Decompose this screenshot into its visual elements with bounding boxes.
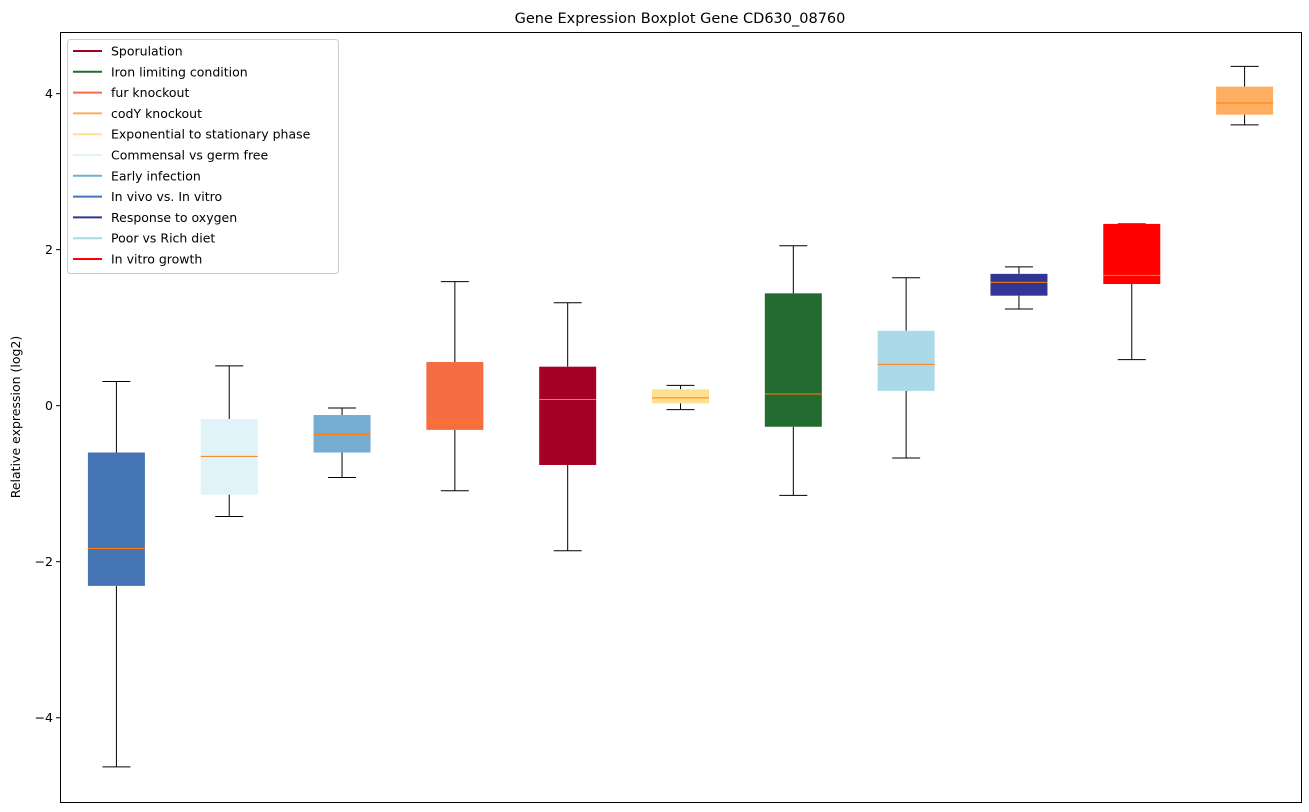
legend-label: In vitro growth [111,252,202,267]
box-group [426,281,484,492]
box-group [764,245,822,496]
box [1216,86,1274,115]
y-tick-label: −4 [35,710,53,725]
legend-label: In vivo vs. In vitro [111,189,222,204]
box [877,330,935,391]
legend-label: Sporulation [111,44,183,59]
legend-label: Early infection [111,168,201,183]
box-group [877,277,935,459]
legend-label: Response to oxygen [111,210,237,225]
box [990,273,1048,296]
y-axis-label: Relative expression (log2) [8,336,23,499]
legend-label: Poor vs Rich diet [111,231,215,246]
box-group [652,384,709,411]
y-tick-label: 2 [45,242,53,257]
legend-label: fur knockout [111,85,189,100]
box [1103,223,1161,284]
y-tick-label: 0 [45,398,53,413]
legend-label: codY knockout [111,106,202,121]
box [539,366,597,465]
box-group [1216,65,1274,126]
box [764,293,822,427]
legend-label: Exponential to stationary phase [111,127,311,142]
box-group [313,407,371,478]
box-group [539,302,597,552]
legend-label: Iron limiting condition [111,64,248,79]
box [87,452,145,586]
chart-title: Gene Expression Boxplot Gene CD630_08760 [515,11,846,27]
box-group [87,381,145,768]
box-group [990,266,1048,310]
plot-frame [60,32,1302,803]
y-tick-label: −2 [35,554,53,569]
box-group [1103,223,1161,361]
legend-frame [67,39,339,274]
box [426,362,484,430]
box [652,389,709,404]
box [313,415,371,453]
box-group [200,365,258,517]
legend-label: Commensal vs germ free [111,148,268,163]
y-tick-label: 4 [45,86,53,101]
